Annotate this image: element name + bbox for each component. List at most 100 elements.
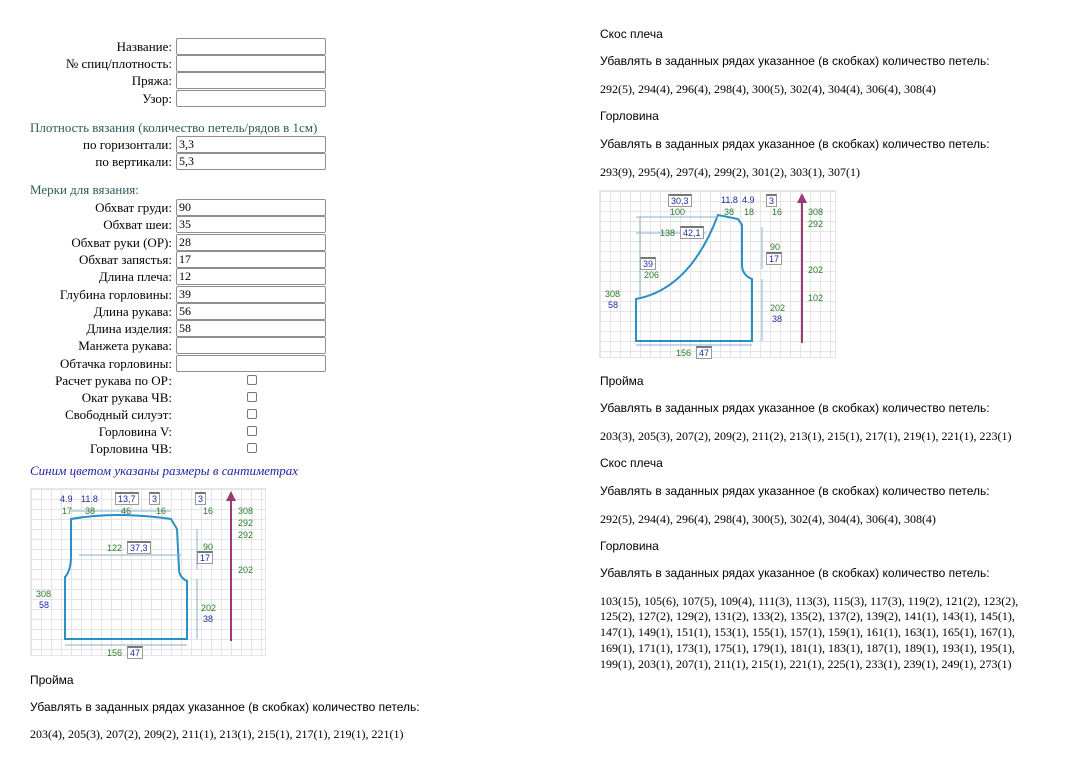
density-horizontal-input[interactable]	[176, 136, 326, 153]
dim-label: 202	[808, 265, 824, 275]
neckline-desc: Убавлять в заданных рядах указанное (в с…	[600, 137, 990, 151]
dim-label: 292	[238, 518, 254, 528]
option-checkbox[interactable]	[247, 443, 257, 453]
shoulder-slope-values: 292(5), 294(4), 296(4), 298(4), 300(5), …	[600, 82, 936, 96]
neckline2-values-line: 169(1), 171(1), 173(1), 175(1), 179(1), …	[600, 641, 1015, 655]
dim-label: 17	[62, 506, 73, 516]
dim-label: 308	[808, 207, 824, 217]
option-label: Свободный силуэт:	[64, 407, 172, 422]
dim-label: 11.8	[81, 494, 98, 504]
dim-box: 37,3	[127, 541, 151, 554]
arrow-head	[797, 193, 807, 203]
field-label: Название:	[116, 39, 172, 54]
dim-label: 156	[676, 348, 692, 358]
measure-input[interactable]	[176, 302, 326, 320]
measure-label: Обтачка горловины:	[60, 355, 172, 371]
measure-label: Длина плеча:	[98, 269, 172, 285]
measure-input[interactable]	[176, 233, 326, 251]
front-shape	[635, 193, 807, 346]
measure-label: Длина изделия:	[86, 321, 172, 337]
dim-label: 202	[201, 603, 217, 613]
dim-box: 3	[766, 194, 778, 207]
armhole2-values: 203(3), 205(3), 207(2), 209(2), 211(2), …	[600, 429, 1012, 443]
dim-box: 42,1	[680, 226, 704, 239]
dim-label: 4.9	[742, 195, 755, 205]
density-vertical-input[interactable]	[176, 153, 326, 170]
field-label: по вертикали:	[95, 154, 172, 169]
neckline-title: Горловина	[600, 109, 659, 123]
measure-input[interactable]	[176, 285, 326, 303]
dim-label: 102	[808, 293, 824, 303]
neckline-values: 293(9), 295(4), 297(4), 299(2), 301(2), …	[600, 165, 860, 179]
sleeve-outline	[64, 514, 188, 640]
pattern-input[interactable]	[176, 90, 326, 107]
field-label: Узор:	[142, 91, 172, 106]
dim-label: 122	[107, 543, 123, 553]
measure-input[interactable]	[176, 337, 326, 355]
dim-label: 156	[107, 648, 123, 658]
dim-label: 38	[203, 614, 214, 624]
dim-box: 17	[766, 252, 783, 265]
dim-box: 47	[696, 346, 713, 359]
shoulder-slope2-desc: Убавлять в заданных рядах указанное (в с…	[600, 484, 990, 498]
armhole-values: 203(4), 205(3), 207(2), 209(2), 211(1), …	[30, 727, 404, 741]
field-label: № спиц/плотность:	[65, 56, 172, 71]
units-note: Синим цветом указаны размеры в сантиметр…	[30, 463, 299, 478]
armhole2-desc: Убавлять в заданных рядах указанное (в с…	[600, 401, 990, 415]
yarn-input[interactable]	[176, 72, 326, 89]
dim-box: 47	[127, 646, 144, 659]
dim-label: 90	[770, 242, 781, 252]
dim-label: 90	[203, 542, 214, 552]
dim-label: 18	[744, 207, 755, 217]
name-input[interactable]	[176, 38, 326, 55]
option-checkbox[interactable]	[247, 375, 257, 385]
armhole-title: Пройма	[30, 673, 74, 687]
option-checkbox[interactable]	[247, 426, 257, 436]
measure-label: Обхват руки (ОР):	[71, 234, 172, 250]
measure-label: Обхват запястья:	[79, 251, 172, 267]
front-panel-diagram: 30,3 100 11.8 4.9 3 38 18 16 308 292 138…	[599, 190, 836, 359]
field-label: по горизонтали:	[83, 137, 172, 152]
neckline2-values-line: 103(15), 105(6), 107(5), 109(4), 111(3),…	[600, 594, 1019, 608]
shoulder-slope2-title: Скос плеча	[600, 456, 663, 470]
front-outline	[635, 213, 753, 342]
measure-label: Глубина горловины:	[59, 286, 172, 302]
shoulder-slope2-values: 292(5), 294(4), 296(4), 298(4), 300(5), …	[600, 512, 936, 526]
dim-label: 38	[772, 314, 783, 324]
neckline2-values-line: 125(2), 127(2), 129(2), 131(2), 133(2), …	[600, 609, 1015, 623]
dim-label: 206	[644, 270, 660, 280]
option-label: Расчет рукава по ОР:	[55, 373, 172, 388]
dim-label: 292	[808, 219, 824, 229]
measure-input[interactable]	[176, 216, 326, 234]
shoulder-slope-title: Скос плеча	[600, 27, 663, 41]
dim-label: 308	[605, 289, 621, 299]
measure-input[interactable]	[176, 268, 326, 286]
measure-label: Обхват шеи:	[103, 217, 172, 233]
dim-label: 16	[772, 207, 783, 217]
measure-input[interactable]	[176, 354, 326, 372]
option-label: Горловина V:	[98, 424, 172, 439]
measure-label: Манжета рукава:	[78, 338, 172, 354]
sleeve-shape	[64, 491, 236, 646]
dim-label: 46	[121, 506, 132, 516]
neckline2-title: Горловина	[600, 539, 659, 553]
option-checkbox[interactable]	[247, 409, 257, 419]
arrow-head	[226, 491, 236, 501]
dim-label: 202	[770, 303, 786, 313]
dim-label: 202	[238, 565, 254, 575]
dim-label: 4.9	[60, 494, 73, 504]
measures-title: Мерки для вязания:	[30, 182, 139, 197]
dim-label: 58	[39, 600, 50, 610]
armhole-desc: Убавлять в заданных рядах указанное (в с…	[30, 700, 420, 714]
measure-input[interactable]	[176, 320, 326, 338]
neckline2-values-line: 147(1), 149(1), 151(1), 153(1), 155(1), …	[600, 625, 1015, 639]
dim-label: 308	[36, 589, 52, 599]
dim-label: 292	[238, 530, 254, 540]
needles-input[interactable]	[176, 55, 326, 72]
option-label: Окат рукава ЧВ:	[81, 390, 172, 405]
measure-input[interactable]	[176, 199, 326, 216]
measure-input[interactable]	[176, 250, 326, 268]
dim-box: 3	[195, 492, 207, 505]
dim-label: 38	[85, 506, 96, 516]
option-checkbox[interactable]	[247, 392, 257, 402]
